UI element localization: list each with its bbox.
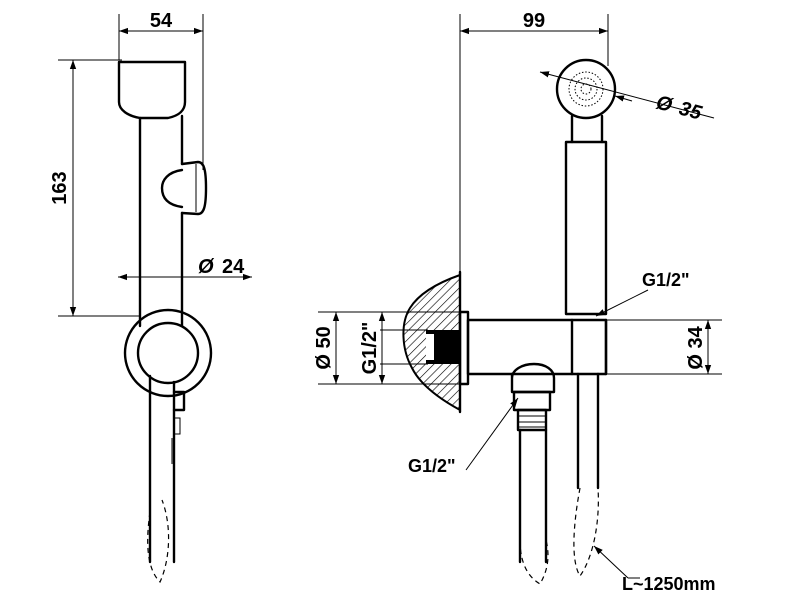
side-hose [148, 374, 176, 564]
dim-wall-diameter-label: Ø 50 [313, 326, 335, 369]
side-holder-outer-ring [123, 308, 213, 398]
side-holder-inner-ring [136, 321, 200, 385]
dim-wall-thread: G1/2" [359, 312, 428, 384]
dim-side-width-label: 54 [150, 10, 173, 32]
label-thread-top-text: G1/2" [642, 270, 690, 290]
wall-thread-insert-bore [426, 334, 434, 360]
side-view: 54 163 Ø 24 [49, 10, 252, 584]
dim-head-diameter-symbol: Ø [654, 92, 676, 118]
side-head-block [117, 60, 187, 120]
side-hose-fitting-nut [171, 417, 181, 464]
side-trigger-lip [160, 168, 184, 209]
label-thread-bottom-text: G1/2" [408, 456, 456, 476]
dim-side-width: 54 [118, 10, 204, 170]
front-outlet-fitting [512, 390, 552, 412]
label-hose-length-text: L~1250mm [622, 574, 716, 594]
dim-side-diameter: Ø 24 [118, 256, 252, 281]
dim-side-diameter-label: 24 [222, 256, 245, 278]
front-horizontal-body [466, 318, 608, 376]
front-hose-right [576, 372, 600, 490]
front-spray-nozzles [568, 71, 604, 107]
front-hose-left-dashed [519, 539, 549, 585]
side-hose-fitting [172, 390, 186, 412]
dim-side-diameter-symbol: Ø [198, 256, 215, 278]
dim-body-diameter: Ø 34 [606, 319, 722, 375]
front-view: 99 Ø 35 [313, 10, 722, 594]
front-hose-right-dashed [573, 487, 599, 578]
side-wand-body [138, 114, 184, 328]
label-thread-bottom: G1/2" [408, 397, 519, 476]
front-spray-nozzles-core [580, 83, 592, 95]
dim-front-width: 99 [459, 10, 609, 278]
label-thread-top: G1/2" [595, 270, 690, 317]
front-handle-neck [570, 114, 604, 144]
label-hose-length: L~1250mm [593, 545, 716, 594]
front-hose-left [518, 428, 548, 564]
front-spray-nozzles-inner [574, 77, 598, 101]
dim-head-diameter-label: 35 [677, 98, 705, 125]
dim-head-diameter: Ø 35 [539, 71, 715, 125]
dim-front-width-label: 99 [523, 10, 545, 32]
dim-body-diameter-label: Ø 34 [685, 325, 707, 369]
dim-side-height: 163 [49, 59, 140, 317]
dim-wall-thread-label: G1/2" [359, 322, 381, 375]
dim-side-height-label: 163 [49, 171, 71, 204]
side-hose-dashed [147, 499, 170, 584]
side-trigger-button [180, 160, 208, 216]
front-outlet-nut [510, 362, 556, 394]
dim-wall-diameter: Ø 50 [313, 311, 464, 385]
front-spray-head [555, 58, 617, 120]
front-handle [564, 140, 608, 316]
front-hose-ferrule-ribs [518, 415, 546, 428]
